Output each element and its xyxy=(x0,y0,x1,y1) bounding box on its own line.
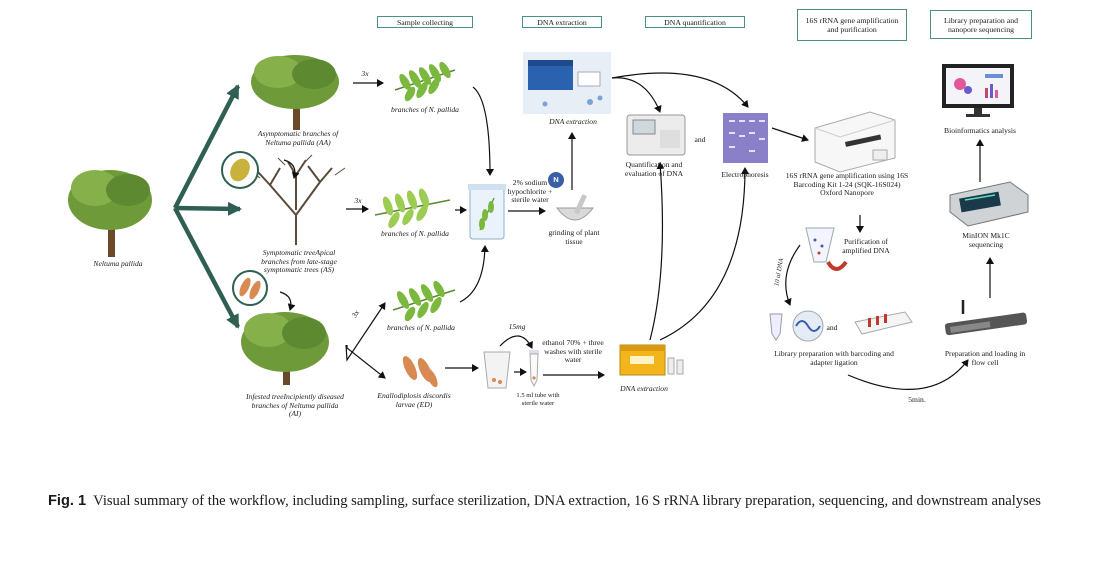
label-grinding: grinding of plant tissue xyxy=(548,228,600,246)
minion-device-image xyxy=(949,181,1029,227)
electrophoresis-gel-image xyxy=(723,113,768,163)
library-molecule-image xyxy=(792,310,824,342)
label-amplification: 16S rRNA gene amplification using 16S Ba… xyxy=(785,171,909,198)
header-dna-quantification: DNA quantification xyxy=(645,16,745,28)
label-3x-2: 3x xyxy=(354,196,362,205)
barcoding-kit-image xyxy=(854,311,913,335)
label-tube: 1.5 ml tube with sterile water xyxy=(516,392,560,407)
label-branches-2: branches of N. pallida xyxy=(381,229,449,238)
label-and-1: and xyxy=(694,135,706,144)
label-bioinformatics: Bioinformatics analysis xyxy=(944,126,1016,135)
fern-branch-1 xyxy=(394,61,456,102)
label-minion: MinION Mk1C sequencing xyxy=(962,231,1010,249)
label-hypochlorite: 2% sodium hypochlorite + sterile water xyxy=(507,178,553,205)
label-infested: Infested treeIncipiently diseased branch… xyxy=(246,392,344,419)
pcr-machine-image xyxy=(814,111,896,173)
flow-arrows xyxy=(279,72,994,391)
sterilization-jar xyxy=(468,184,506,240)
label-branches-1: branches of N. pallida xyxy=(391,105,459,114)
header-sample-collecting: Sample collecting xyxy=(377,16,473,28)
flow-cell-image xyxy=(944,300,1028,336)
figure-caption: Fig. 1 Visual summary of the workflow, i… xyxy=(48,492,1058,510)
label-15mg: 15mg xyxy=(508,322,526,331)
label-ethanol: ethanol 70% + three washes with sterile … xyxy=(542,338,604,365)
spectrophotometer-image xyxy=(626,114,686,156)
larvae-inset xyxy=(232,270,268,306)
label-electrophoresis: Electrophoresis xyxy=(721,170,769,179)
label-5min: 5min. xyxy=(908,395,926,404)
label-larvae: Enallodiplosis discordis larvae (ED) xyxy=(377,391,451,409)
label-library: Library preparation with barcoding and a… xyxy=(774,349,894,367)
neltuma-tree-image xyxy=(68,170,152,257)
symptomatic-tree-image xyxy=(249,154,346,245)
larvae-image xyxy=(402,356,438,388)
figure-number: Fig. 1 xyxy=(48,493,87,509)
caption-text: Visual summary of the workflow, includin… xyxy=(93,493,1041,509)
label-loading: Preparation and loading in flow cell xyxy=(944,349,1026,367)
label-dna-extraction-bottom: DNA extraction xyxy=(620,384,668,393)
header-library-prep: Library preparation and nanopore sequenc… xyxy=(930,10,1032,39)
nitrogen-badge-label: N xyxy=(553,175,559,184)
asymptomatic-tree-image xyxy=(251,55,339,130)
fern-branch-3 xyxy=(392,280,456,322)
label-dna-extraction-top: DNA extraction xyxy=(549,117,597,126)
header-dna-extraction: DNA extraction xyxy=(522,16,602,28)
label-quantification: Quantification and evaluation of DNA xyxy=(624,160,684,178)
label-purification: Purification of amplified DNA xyxy=(842,237,890,255)
label-branches-3: branches of N. pallida xyxy=(387,323,455,332)
magnetic-purification-image xyxy=(805,227,848,271)
label-symptomatic: Symptomatic treeApical branches from lat… xyxy=(261,248,337,275)
microtube-image xyxy=(529,350,539,388)
mortar-pestle-image xyxy=(555,194,595,221)
label-and-2: and xyxy=(826,323,838,332)
fern-branch-2 xyxy=(374,188,451,229)
nitrogen-badge xyxy=(548,172,564,188)
header-rrna-amplification: 16S rRNA gene amplification and purifica… xyxy=(797,9,907,41)
leaf-symptom-inset xyxy=(221,151,259,189)
infested-tree-image xyxy=(241,312,329,385)
sampling-arrows xyxy=(173,84,242,329)
label-3x-1: 3x xyxy=(361,69,369,78)
bioinformatics-monitor-image xyxy=(942,64,1014,117)
label-asymptomatic: Asymptomatic branches of Neltuma pallida… xyxy=(257,129,339,147)
library-prep-tube xyxy=(769,313,783,341)
dna-extraction-kit-box xyxy=(619,344,684,376)
label-neltuma-pallida: Neltuma pallida xyxy=(93,259,143,268)
sample-cup-image xyxy=(483,351,511,389)
dna-extraction-kit-image xyxy=(523,52,611,114)
